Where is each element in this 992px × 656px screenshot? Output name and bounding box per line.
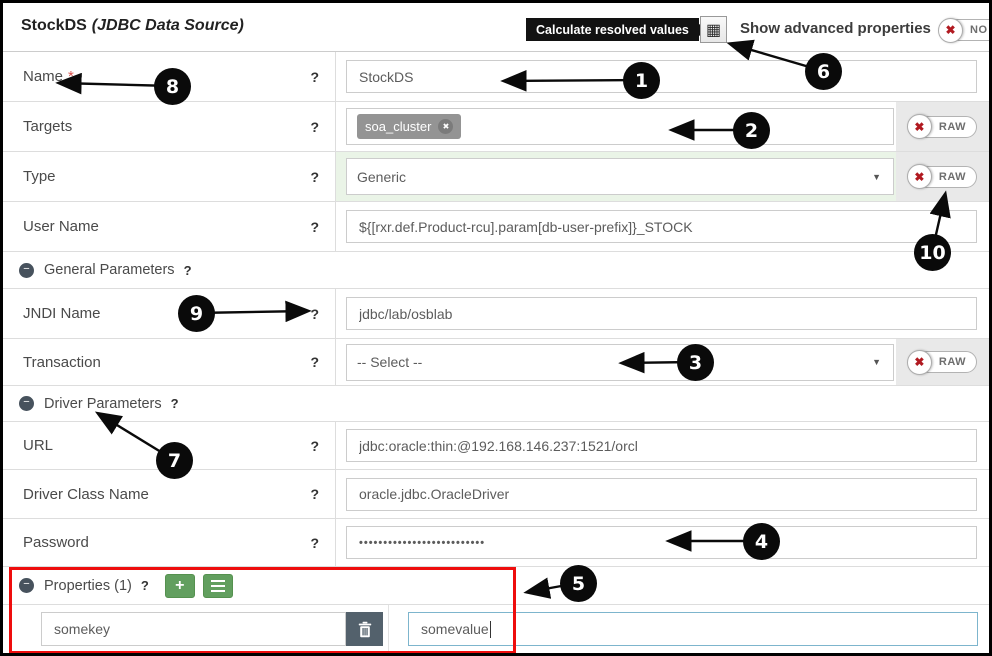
advanced-properties-toggle[interactable]: ✖ NO [938,17,989,43]
section-title: Properties (1) [44,577,132,594]
raw-label: RAW [938,120,967,133]
targets-input[interactable]: soa_cluster ✖ [346,108,894,145]
help-icon[interactable]: ? [310,437,319,454]
raw-label: RAW [938,356,967,368]
transaction-raw-toggle[interactable]: ✖ RAW [906,349,978,375]
show-advanced-properties-label: Show advanced properties [740,20,931,37]
collapse-icon[interactable]: − [19,262,34,278]
property-value-text: somevalue [421,621,489,637]
collapse-icon[interactable]: − [19,578,34,593]
user-name-input[interactable] [346,210,977,243]
calculator-icon: ▦ [705,21,722,39]
toggle-x-icon: ✖ [906,114,932,139]
trash-icon [358,621,371,637]
name-input[interactable] [346,60,977,93]
dropdown-caret-icon: ▼ [872,171,881,182]
toggle-x-icon: ✖ [906,164,932,189]
section-general-parameters: − General Parameters ? [3,252,989,289]
property-list-button[interactable] [202,573,233,598]
help-icon[interactable]: ? [310,354,319,370]
field-row-type: Type ? Generic ▼ ✖ RAW [3,152,989,202]
property-value-input[interactable]: somevalue [408,612,978,646]
calculate-resolved-values-tooltip: Calculate resolved values [526,18,708,41]
raw-label: RAW [938,170,967,183]
url-input[interactable] [346,429,977,462]
delete-property-button[interactable] [346,612,383,646]
target-tag: soa_cluster ✖ [357,114,462,139]
page-title-subtitle: (JDBC Data Source) [91,17,244,34]
section-driver-parameters: − Driver Parameters ? [3,386,989,422]
field-row-user-name: User Name ? [3,202,989,252]
type-raw-zone: ✖ RAW [896,152,989,201]
help-icon[interactable]: ? [170,396,179,411]
user-name-label: User Name [23,218,99,235]
transaction-raw-zone: ✖ RAW [896,339,989,385]
password-label: Password [23,534,89,551]
jndi-name-label: JNDI Name [23,305,101,322]
field-row-jndi-name: JNDI Name ? [3,289,989,339]
help-icon[interactable]: ? [310,486,319,502]
collapse-icon[interactable]: − [19,396,34,411]
toggle-x-icon: ✖ [906,349,932,375]
help-icon[interactable]: ? [310,218,319,235]
page-title: StockDS(JDBC Data Source) [21,17,244,35]
section-title: General Parameters [44,262,175,278]
help-icon[interactable]: ? [310,305,319,322]
field-row-targets: Targets ? soa_cluster ✖ ✖ RAW [3,102,989,152]
toggle-state-label: NO [970,24,988,36]
help-icon[interactable]: ? [310,534,319,551]
help-icon[interactable]: ? [310,168,319,185]
help-icon[interactable]: ? [310,68,319,85]
type-raw-toggle[interactable]: ✖ RAW [906,164,978,189]
name-label: Name [23,68,64,85]
section-title: Driver Parameters [44,395,162,412]
text-cursor [489,620,492,638]
calculator-button[interactable]: ▦ [700,16,727,43]
add-property-button[interactable]: + [164,573,195,598]
form-header: StockDS(JDBC Data Source) Calculate reso… [3,3,989,52]
field-row-name: Name * ? [3,52,989,102]
target-tag-label: soa_cluster [365,119,432,134]
section-properties: − Properties (1) ? + [3,567,989,605]
targets-raw-toggle[interactable]: ✖ RAW [906,114,978,139]
transaction-label: Transaction [23,353,101,371]
required-asterisk: * [68,68,74,85]
property-row: somevalue [3,605,989,653]
remove-tag-icon[interactable]: ✖ [438,119,454,134]
url-label: URL [23,437,54,454]
transaction-select-value: -- Select -- [357,354,423,370]
driver-class-name-label: Driver Class Name [23,485,149,503]
targets-raw-zone: ✖ RAW [896,102,989,151]
field-row-password: Password ? [3,519,989,567]
field-row-driver-class-name: Driver Class Name ? [3,470,989,519]
list-icon [210,584,225,587]
property-key-input[interactable] [41,612,346,646]
jndi-name-input[interactable] [346,297,977,330]
toggle-x-icon: ✖ [938,17,963,43]
page-title-main: StockDS [21,17,87,34]
help-icon[interactable]: ? [140,578,149,593]
help-icon[interactable]: ? [310,118,319,135]
help-icon[interactable]: ? [183,262,192,278]
plus-icon: + [175,576,185,594]
type-label: Type [23,168,56,185]
driver-class-name-input[interactable] [346,477,977,511]
type-select-value: Generic [357,168,407,185]
transaction-select[interactable]: -- Select -- ▼ [346,343,894,381]
targets-label: Targets [23,118,73,135]
password-input[interactable] [346,526,977,559]
type-select[interactable]: Generic ▼ [346,158,894,195]
dropdown-caret-icon: ▼ [872,357,881,367]
field-row-url: URL ? [3,422,989,470]
field-row-transaction: Transaction ? -- Select -- ▼ ✖ RAW [3,339,989,386]
